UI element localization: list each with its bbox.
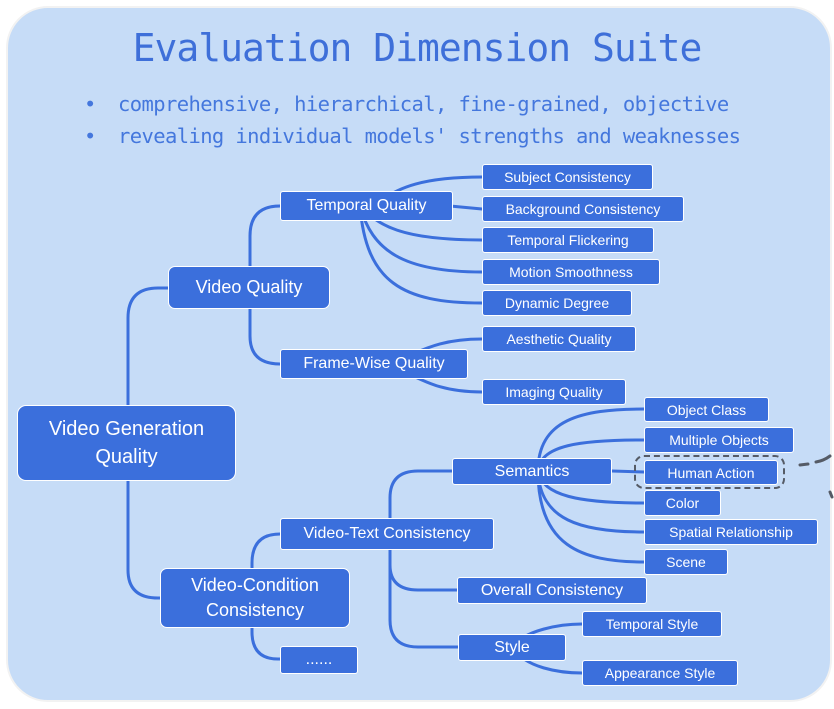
node-appearance-style: Appearance Style [582, 660, 738, 686]
node-style: Style [458, 634, 566, 661]
node-temporal-flickering: Temporal Flickering [482, 227, 654, 253]
connector-tq-dynamic [358, 204, 484, 305]
node-human-action: Human Action [644, 460, 778, 485]
connector-sem-human [610, 469, 646, 474]
connector-root-video-quality [126, 286, 170, 444]
node-color: Color [644, 490, 721, 516]
connector-sem-spatial [536, 469, 646, 534]
node-multiple-objects: Multiple Objects [644, 427, 794, 453]
node-video-condition-consistency: Video-Condition Consistency [160, 568, 350, 628]
connector-vc-more [250, 596, 282, 661]
bullet-dot-icon: • [84, 124, 96, 148]
connector-vq-framewise [248, 286, 284, 366]
arrow-dash-3 [828, 490, 834, 499]
connector-sem-scene [536, 469, 646, 564]
highlight-dashed-outline [634, 455, 785, 489]
arrow-dash-2 [814, 454, 832, 464]
node-video-text-consistency: Video-Text Consistency [280, 518, 494, 550]
connector-sem-object [536, 407, 646, 473]
connector-root-video-condition [126, 440, 165, 600]
diagram-title: Evaluation Dimension Suite [132, 26, 703, 70]
node-semantics: Semantics [452, 458, 612, 485]
node-spatial-relationship: Spatial Relationship [644, 519, 818, 545]
node-video-quality: Video Quality [168, 266, 330, 309]
connector-tq-background [448, 204, 484, 211]
node-overall-consistency: Overall Consistency [457, 577, 647, 604]
bullet-2: • revealing individual models' strengths … [84, 124, 741, 148]
node-dynamic-degree: Dynamic Degree [482, 290, 632, 316]
node-background-consistency: Background Consistency [482, 196, 684, 222]
node-more: ...... [280, 646, 358, 674]
bullet-dot-icon: • [84, 92, 96, 116]
connector-vq-temporal [248, 204, 284, 290]
node-imaging-quality: Imaging Quality [482, 379, 626, 405]
node-frame-wise-quality: Frame-Wise Quality [280, 349, 468, 379]
bullet-1-text: comprehensive, hierarchical, fine-graine… [118, 92, 729, 116]
connector-vc-videotext [250, 532, 284, 600]
node-temporal-style: Temporal Style [582, 611, 722, 637]
connector-vt-semantics [388, 469, 454, 536]
node-subject-consistency: Subject Consistency [482, 164, 653, 190]
node-temporal-quality: Temporal Quality [280, 191, 453, 221]
node-motion-smoothness: Motion Smoothness [482, 259, 660, 285]
node-video-generation-quality: Video Generation Quality [17, 405, 236, 481]
node-aesthetic-quality: Aesthetic Quality [482, 326, 636, 352]
arrow-dash-1 [798, 462, 810, 467]
bullet-2-text: revealing individual models' strengths a… [118, 124, 741, 148]
node-object-class: Object Class [644, 397, 769, 422]
bullet-1: • comprehensive, hierarchical, fine-grain… [84, 92, 729, 116]
connector-vt-style [388, 532, 460, 649]
node-scene: Scene [644, 549, 728, 575]
